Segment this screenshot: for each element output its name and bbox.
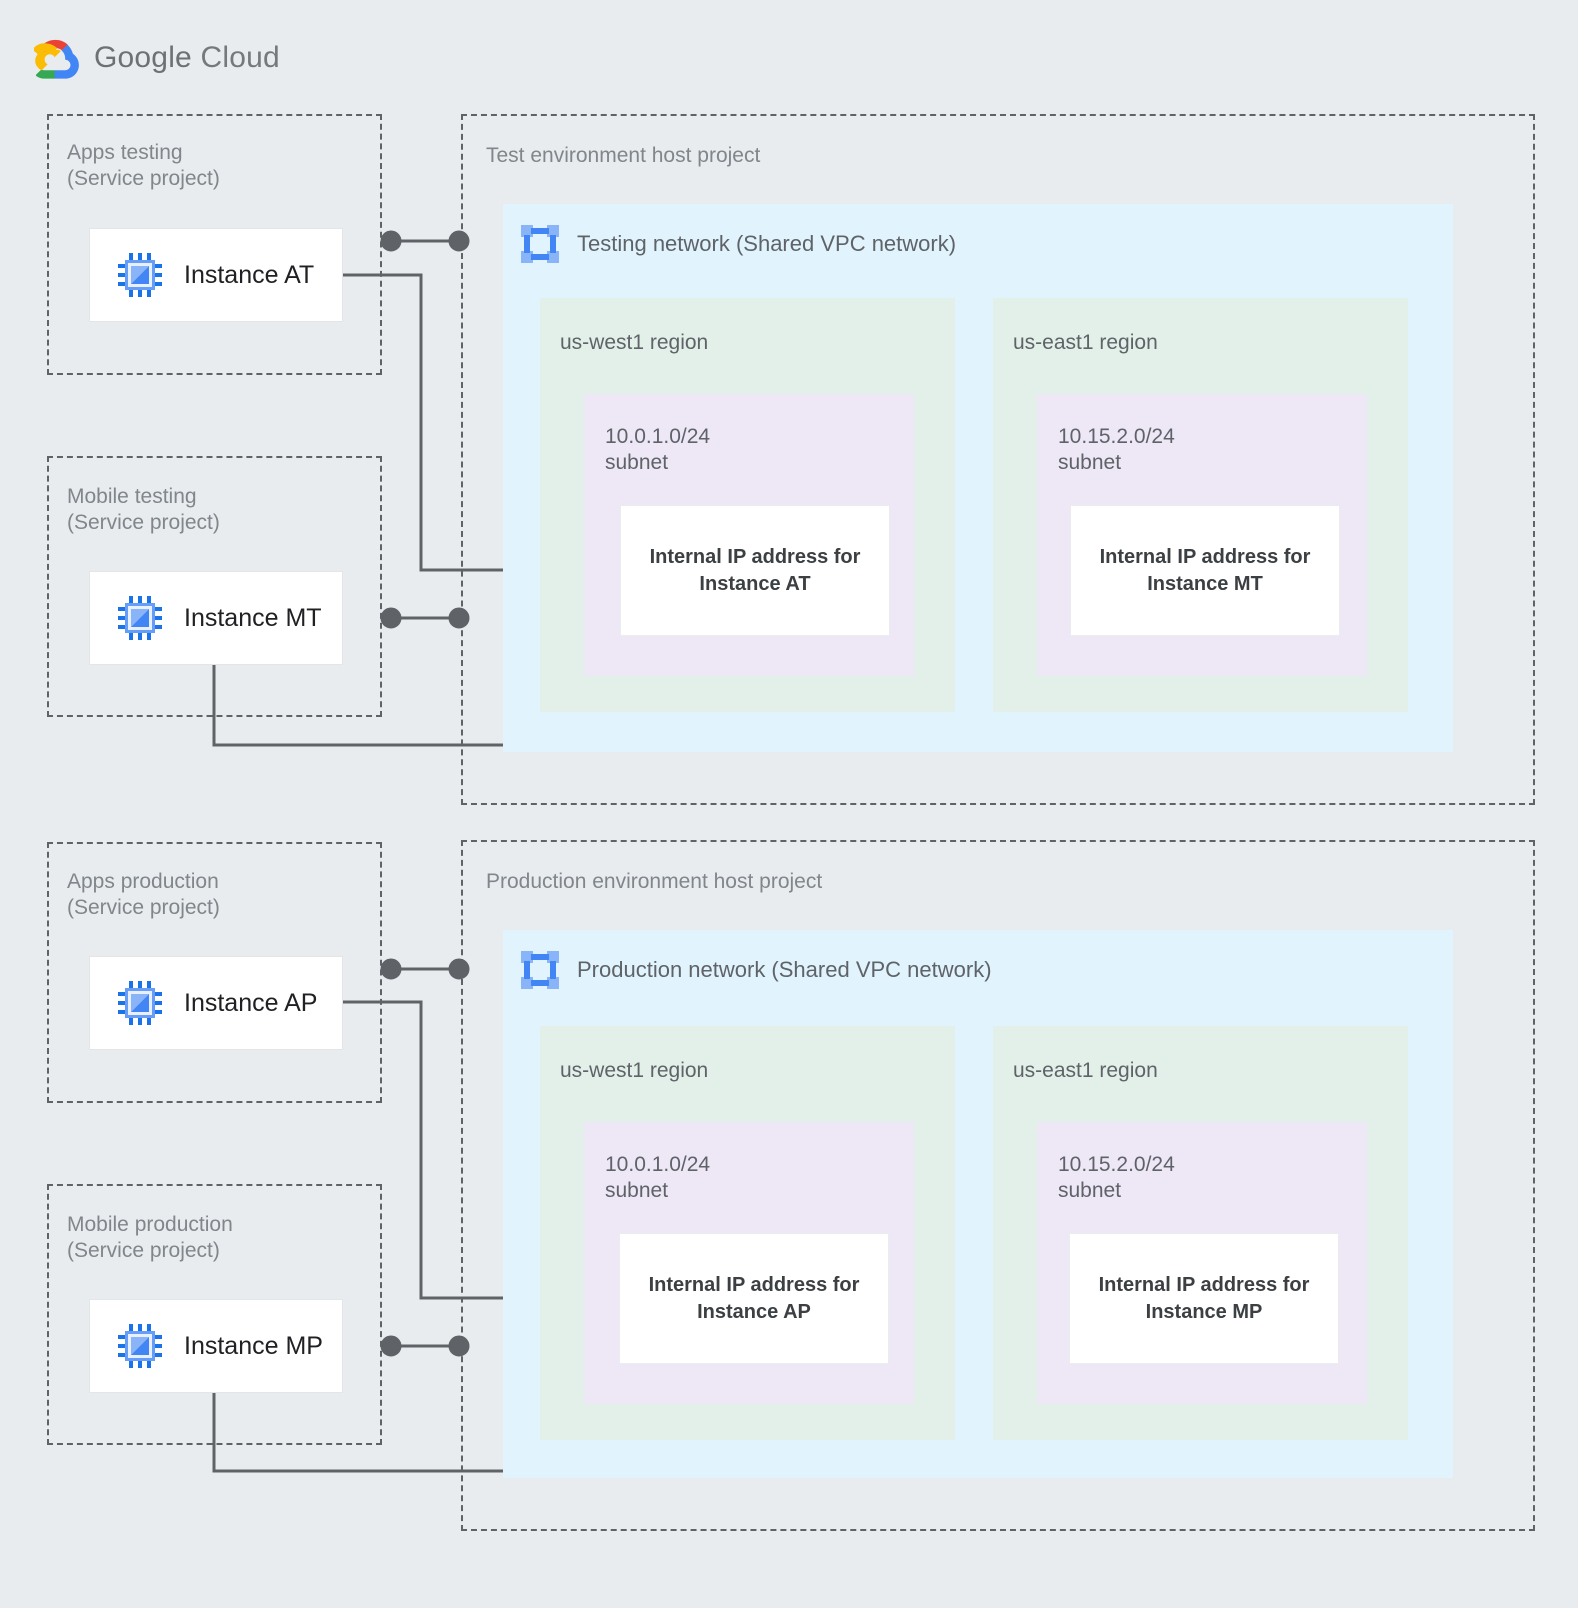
instance-label-at: Instance AT [184,260,315,289]
region-production-us-east1-label: us-east1 region [1013,1059,1158,1082]
vpc-network-icon [521,951,559,989]
region-production-us-west1-label: us-west1 region [560,1059,709,1082]
cpu-instance-icon [118,981,162,1025]
vpc-network-production-title: Production network (Shared VPC network) [577,957,992,982]
region-test-us-east1-label: us-east1 region [1013,331,1158,354]
service-project-apps-testing-label: Apps testing (Service project) [67,141,220,190]
ip-box-mt-text: Internal IP address for Instance MT [1099,545,1311,595]
host-project-production [461,840,1535,1531]
service-project-mobile-testing-label: Mobile testing (Service project) [67,485,220,534]
subnet-test-us-west1-label: 10.0.1.0/24 subnet [605,425,711,474]
brand-name-light: Cloud [191,41,280,74]
host-project-production-label: Production environment host project [486,870,823,893]
ip-box-mp: Internal IP address for Instance MP [1069,1233,1339,1364]
vpc-network-testing-title-row: Testing network (Shared VPC network) [521,225,956,263]
service-project-apps-production [47,842,382,1103]
cpu-instance-icon [118,1324,162,1368]
service-project-mobile-production [47,1184,382,1445]
instance-card-mt[interactable]: Instance MT [89,571,343,665]
service-project-apps-testing [47,114,382,375]
subnet-production-us-west1-label: 10.0.1.0/24 subnet [605,1153,711,1202]
ip-box-mp-text: Internal IP address for Instance MP [1098,1273,1310,1323]
instance-card-ap[interactable]: Instance AP [89,956,343,1050]
instance-card-mp[interactable]: Instance MP [89,1299,343,1393]
vpc-network-icon [521,225,559,263]
cpu-instance-icon [118,253,162,297]
ip-box-at-text: Internal IP address for Instance AT [649,545,861,595]
instance-label-mp: Instance MP [184,1331,323,1360]
brand-name-bold: Google [94,41,192,74]
service-project-mobile-production-label: Mobile production (Service project) [67,1213,233,1262]
cpu-instance-icon [118,596,162,640]
google-cloud-logo: Google Cloud [32,36,280,80]
instance-card-at[interactable]: Instance AT [89,228,343,322]
vpc-network-testing-title: Testing network (Shared VPC network) [577,231,957,256]
instance-label-ap: Instance AP [184,988,318,1017]
instance-label-mt: Instance MT [184,603,322,632]
service-project-apps-production-label: Apps production (Service project) [67,870,220,919]
region-test-us-west1-label: us-west1 region [560,331,709,354]
host-project-test [461,114,1535,805]
host-project-test-label: Test environment host project [486,144,761,167]
vpc-network-production-title-row: Production network (Shared VPC network) [521,951,992,989]
ip-box-at: Internal IP address for Instance AT [620,505,890,636]
brand-name: Google Cloud [94,41,280,75]
ip-box-mt: Internal IP address for Instance MT [1070,505,1340,636]
ip-box-ap: Internal IP address for Instance AP [619,1233,889,1364]
ip-box-ap-text: Internal IP address for Instance AP [648,1273,860,1323]
google-cloud-logo-icon [32,36,80,80]
service-project-mobile-testing [47,456,382,717]
subnet-production-us-east1-label: 10.15.2.0/24 subnet [1058,1153,1175,1202]
subnet-test-us-east1-label: 10.15.2.0/24 subnet [1058,425,1175,474]
